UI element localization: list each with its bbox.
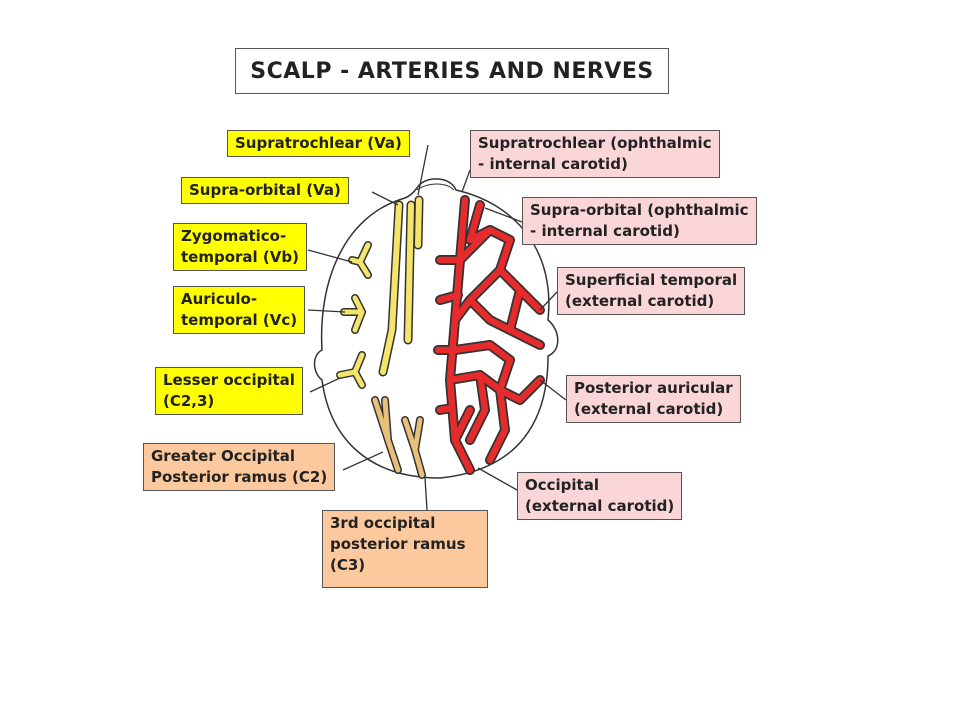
label-supratrochlear-artery: Supratrochlear (ophthalmic - internal ca… xyxy=(470,130,720,178)
label-line: (C3) xyxy=(330,556,366,574)
label-text: Supratrochlear (Va) xyxy=(235,134,402,152)
label-third-occipital-nerve: 3rd occipital posterior ramus (C3) xyxy=(322,510,488,588)
label-occipital-artery: Occipital (external carotid) xyxy=(517,472,683,520)
label-line: 3rd occipital xyxy=(330,514,436,532)
leader-superficial xyxy=(539,291,558,311)
label-line: (external carotid) xyxy=(574,400,724,418)
label-line: (external carotid) xyxy=(565,292,715,310)
label-line: temporal (Vb) xyxy=(181,248,299,266)
label-zygomaticotemporal-nerve: Zygomatico- temporal (Vb) xyxy=(173,223,307,271)
label-supraorbital-nerve: Supra-orbital (Va) xyxy=(181,177,349,204)
label-line: posterior ramus xyxy=(330,535,466,553)
supratrochlear-nerve-fill xyxy=(380,197,422,375)
leader-lines xyxy=(307,144,567,511)
label-line: Superficial temporal xyxy=(565,271,738,289)
label-line: Supra-orbital (ophthalmic xyxy=(530,201,749,219)
label-line: Occipital xyxy=(525,476,599,494)
label-text: Supra-orbital (Va) xyxy=(189,181,341,199)
leader-zygomatico xyxy=(307,249,353,263)
occipital-nerve-fill xyxy=(372,397,425,478)
leader-occipital xyxy=(477,467,518,491)
label-line: Posterior ramus (C2) xyxy=(151,468,328,486)
leader-auriculo xyxy=(307,309,346,313)
label-line: Posterior auricular xyxy=(574,379,733,397)
label-posterior-auricular-artery: Posterior auricular (external carotid) xyxy=(566,375,741,423)
label-line: - internal carotid) xyxy=(530,222,680,240)
leader-lesser xyxy=(309,377,341,393)
label-line: - internal carotid) xyxy=(478,155,628,173)
page-title: SCALP - ARTERIES AND NERVES xyxy=(235,48,669,94)
label-supratrochlear-nerve: Supratrochlear (Va) xyxy=(227,130,410,157)
label-line: Greater Occipital xyxy=(151,447,295,465)
artery-network-fill xyxy=(434,196,544,474)
label-greater-occipital-nerve: Greater Occipital Posterior ramus (C2) xyxy=(143,443,336,491)
label-line: Supratrochlear (ophthalmic xyxy=(478,134,712,152)
label-line: Auriculo- xyxy=(181,290,258,308)
label-line: (C2,3) xyxy=(163,392,215,410)
leader-greater xyxy=(342,451,384,471)
label-line: temporal (Vc) xyxy=(181,311,298,329)
leader-supraorbital-artery xyxy=(484,207,523,223)
leader-posterior xyxy=(539,379,567,401)
label-auriculotemporal-nerve: Auriculo- temporal (Vc) xyxy=(173,286,306,334)
label-line: Lesser occipital xyxy=(163,371,295,389)
leader-supratrochlear-artery xyxy=(461,169,471,193)
label-line: Zygomatico- xyxy=(181,227,287,245)
temporal-nerve-branches-fill xyxy=(337,242,371,388)
label-superficial-temporal-artery: Superficial temporal (external carotid) xyxy=(557,267,746,315)
label-lesser-occipital-nerve: Lesser occipital (C2,3) xyxy=(155,367,303,415)
label-line: (external carotid) xyxy=(525,497,675,515)
label-supraorbital-artery: Supra-orbital (ophthalmic - internal car… xyxy=(522,197,757,245)
leader-supraorbital-nerve xyxy=(371,191,399,206)
leader-third xyxy=(424,477,428,511)
leader-supratrochlear-nerve xyxy=(417,144,429,196)
